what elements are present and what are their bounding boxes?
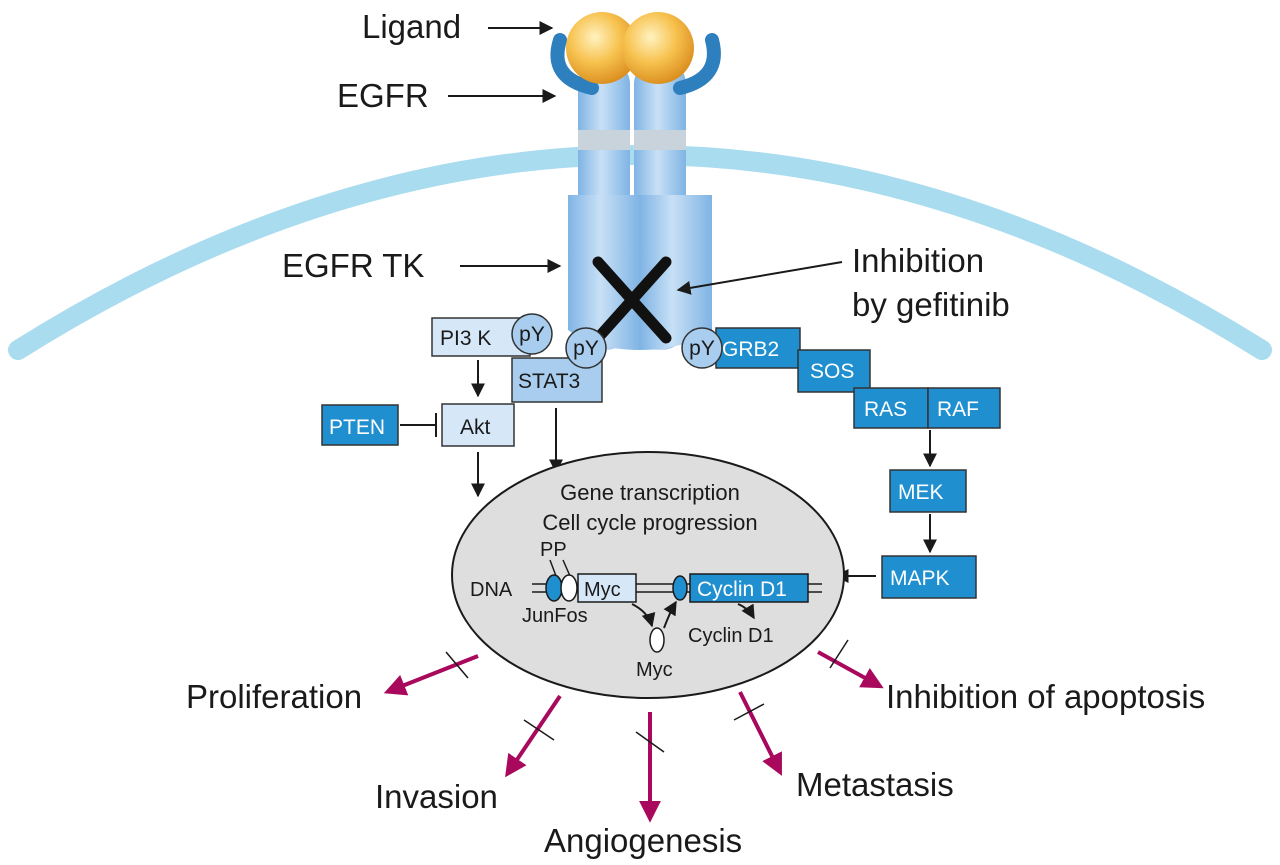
block-mark [445,651,469,679]
block-mark [829,639,849,669]
mapk-box [881,555,977,599]
apoptosis-arrow [817,650,884,689]
nucleus [451,451,845,699]
metastasis-arrow [738,691,782,776]
phospho-tyrosine-stat3 [565,327,607,369]
nucleus-cell-cycle: Cell cycle progression [542,510,757,535]
fos-factor [560,574,578,602]
ras-label: RAS [864,398,907,421]
block-mark [733,703,765,721]
outcome-apoptosis: Inhibition of apoptosis [886,678,1205,715]
egfr-tk-label: EGFR TK [282,247,424,284]
py-label: pY [573,337,599,360]
mek-label: MEK [898,481,944,504]
outcome-angiogenesis: Angiogenesis [544,822,742,859]
myc-feedback-arrow [663,600,677,629]
cyclin-d1-gene-box [689,573,809,603]
dna-label: DNA [470,579,513,601]
inhibition-pointer-arrow [676,261,843,295]
pi3k-label: PI3 K [440,327,491,350]
proliferation-arrow [383,654,479,696]
sos-label: SOS [810,360,854,383]
myc-gene-label: Myc [584,579,621,601]
myc-protein [649,627,665,653]
outcome-proliferation: Proliferation [186,678,362,715]
cyclin-d1-protein-label: Cyclin D1 [688,625,774,647]
jun-factor [545,574,563,602]
cyclin-d1-gene-label: Cyclin D1 [697,578,787,601]
stat3-label: STAT3 [518,370,580,393]
nucleus-gene-transcription: Gene transcription [560,480,740,505]
raf-box [927,387,1001,429]
ligand-sphere [566,12,638,84]
inhibition-label-line2: by gefitinib [852,286,1010,323]
grb2-box [715,327,801,369]
phosphate-label: PP [540,539,567,561]
mapk-label: MAPK [890,567,950,590]
invasion-arrow [505,694,562,778]
myc-binding-factor [672,575,688,601]
py-label: pY [519,323,545,346]
junfos-label: JunFos [522,605,588,627]
sos-box [797,349,871,393]
ras-box [853,387,929,429]
raf-label: RAF [937,398,979,421]
ligand-label: Ligand [362,8,461,45]
akt-label: Akt [460,416,491,439]
myc-protein-label: Myc [636,659,673,681]
phospho-tyrosine-pi3k [511,313,553,355]
blocked-outcome-arrows [383,639,884,823]
pten-label: PTEN [329,416,385,439]
ligand-sphere [622,12,694,84]
inhibition-label-line1: Inhibition [852,242,984,279]
outcome-invasion: Invasion [375,778,498,815]
egfr-label: EGFR [337,77,429,114]
akt-box [441,403,515,447]
myc-gene-box [577,573,637,603]
pten-box [321,404,399,446]
block-mark [523,719,555,741]
mek-box [889,469,967,513]
py-label: pY [689,337,715,360]
phospho-tyrosine-grb2 [681,327,723,369]
cyclin-expression-arrow [737,603,755,620]
myc-expression-arrow [631,603,656,628]
block-mark [635,731,665,753]
outcome-metastasis: Metastasis [796,766,954,803]
gefitinib-inhibition-mark [592,256,672,344]
grb2-label: GRB2 [722,338,779,361]
